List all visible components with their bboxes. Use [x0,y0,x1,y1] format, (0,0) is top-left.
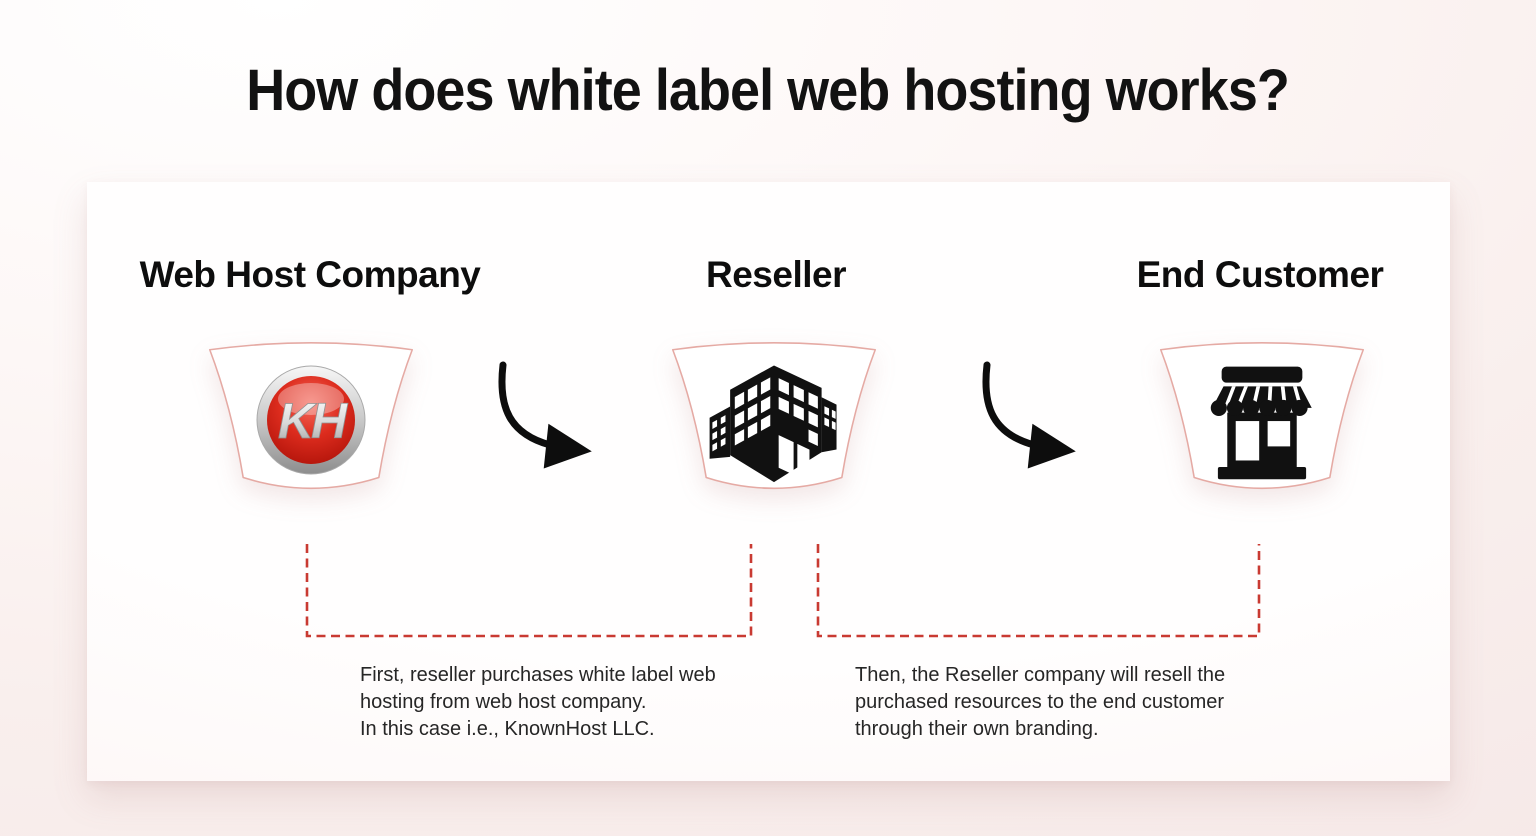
entity-badge-end-customer [1148,334,1376,506]
dashed-bracket-left [305,544,753,638]
office-building-icon [709,365,837,483]
entity-badge-reseller [660,334,888,506]
storefront-icon [1210,366,1312,480]
step-1-note: In this case i.e., KnownHost LLC. [360,718,655,740]
step-description-1: First, reseller purchases white label we… [360,662,760,743]
curved-arrow-icon [498,361,592,469]
dashed-bracket-right [816,544,1261,638]
step-2-text: Then, the Reseller company will resell t… [855,664,1226,740]
page-header: How does white label web hosting works? [0,57,1536,124]
step-1-text: First, reseller purchases white label we… [360,664,716,713]
page-title: How does white label web hosting works? [246,58,1291,123]
step-description-2: Then, the Reseller company will resell t… [855,662,1267,743]
entity-badge-web-host-company: KH [197,334,425,506]
entity-label-reseller: Reseller [706,254,847,295]
logo-text: KH [278,393,348,449]
entity-label-end-customer: End Customer [1136,254,1384,295]
content-card: Web Host Company Reseller End Customer [87,182,1450,781]
entity-label-web-host-company: Web Host Company [139,254,481,295]
curved-arrow-icon [982,361,1076,469]
knownhost-kh-logo-icon: KH [256,365,366,475]
